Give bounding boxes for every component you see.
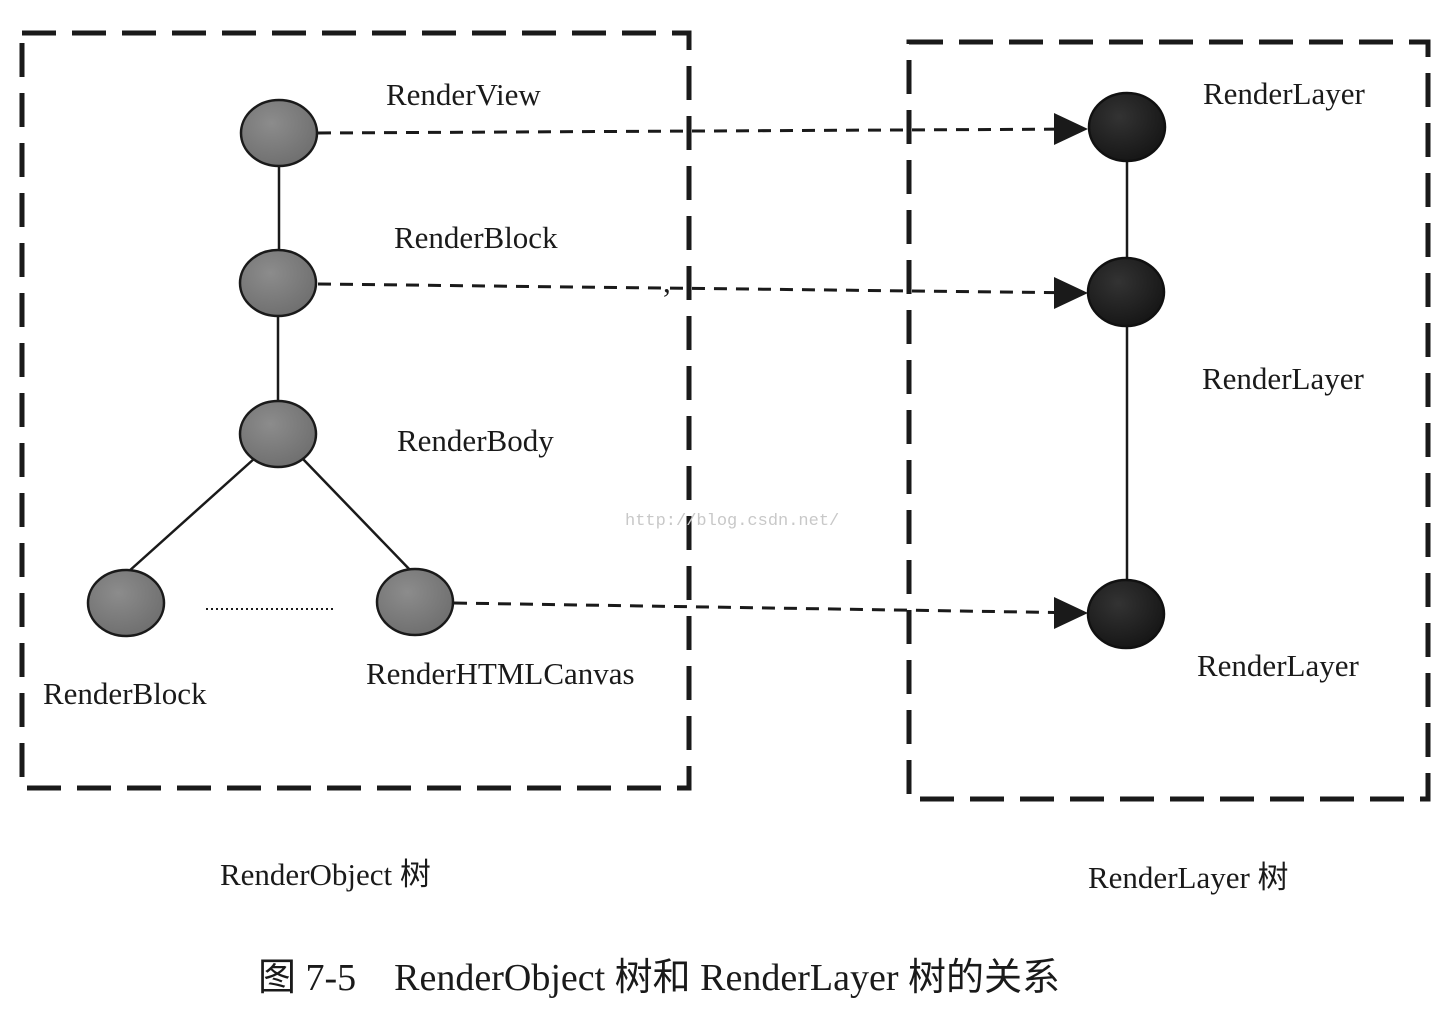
figure-title: 图 7-5 RenderObject 树和 RenderLayer 树的关系 bbox=[258, 957, 1060, 999]
node-renderblock2 bbox=[86, 568, 166, 638]
label-renderhtmlcanvas: RenderHTMLCanvas bbox=[366, 656, 635, 691]
label-renderblock2: RenderBlock bbox=[43, 676, 207, 711]
node-renderhtmlcanvas bbox=[375, 567, 455, 637]
stray-mark: , bbox=[663, 264, 671, 299]
edge-body-block2 bbox=[127, 457, 256, 573]
node-layer2 bbox=[1086, 256, 1166, 328]
label-renderbody: RenderBody bbox=[397, 423, 554, 458]
label-layer3: RenderLayer bbox=[1197, 648, 1359, 683]
renderobject-tree-box bbox=[19, 30, 692, 791]
renderlayer-tree-box bbox=[906, 39, 1431, 802]
mapping-arrowhead-view bbox=[1054, 113, 1088, 145]
mapping-arrow-canvas bbox=[453, 601, 1087, 615]
mapping-arrow-block bbox=[317, 282, 1087, 295]
mapping-arrowhead-canvas bbox=[1054, 597, 1088, 629]
node-layer3 bbox=[1086, 578, 1166, 650]
caption-renderobject-tree: RenderObject 树 bbox=[220, 857, 431, 892]
node-layer1 bbox=[1087, 91, 1167, 163]
edge-body-canvas bbox=[301, 457, 413, 573]
node-renderview bbox=[239, 98, 319, 168]
mapping-arrowhead-block bbox=[1054, 277, 1088, 309]
label-renderview: RenderView bbox=[386, 77, 541, 112]
node-renderblock bbox=[238, 248, 318, 318]
label-layer2: RenderLayer bbox=[1202, 361, 1364, 396]
caption-renderlayer-tree: RenderLayer 树 bbox=[1088, 860, 1289, 895]
mapping-arrow-view bbox=[317, 124, 1087, 135]
label-layer1: RenderLayer bbox=[1203, 76, 1365, 111]
watermark: http://blog.csdn.net/ bbox=[625, 512, 839, 531]
label-renderblock: RenderBlock bbox=[394, 220, 558, 255]
node-renderbody bbox=[238, 399, 318, 469]
